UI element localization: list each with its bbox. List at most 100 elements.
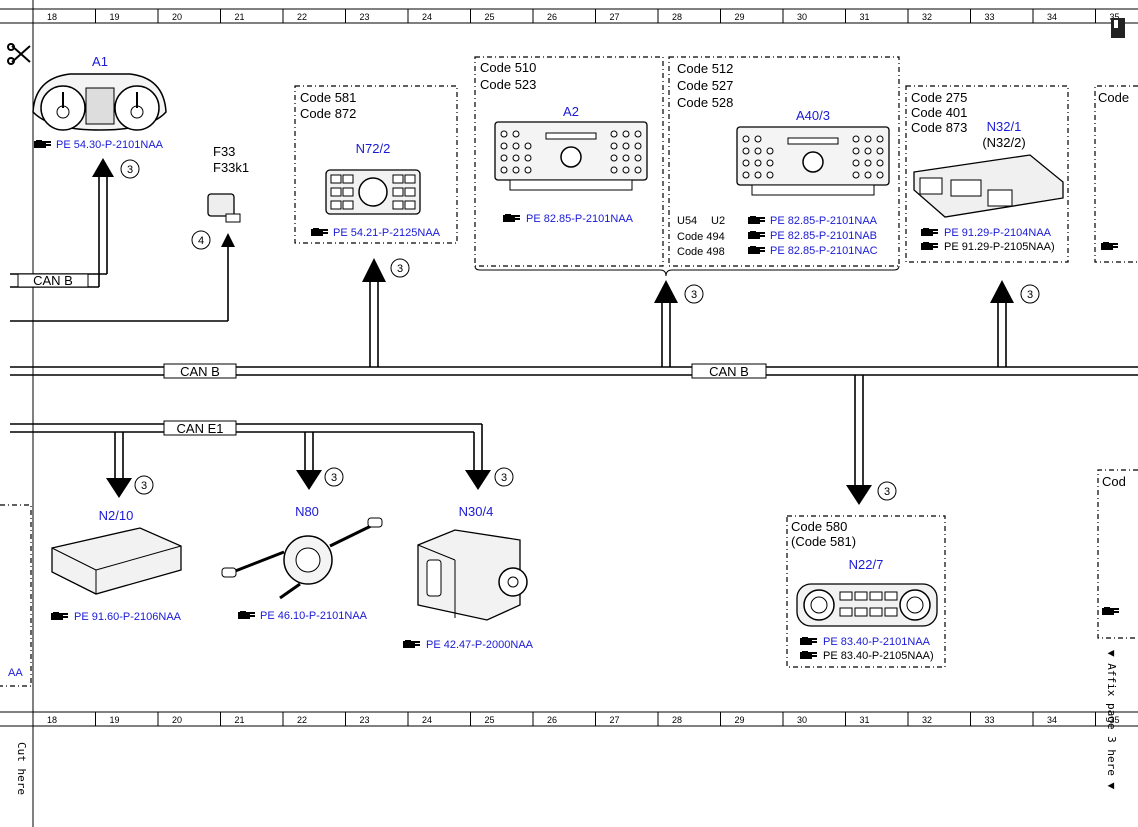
a40-ref1: PE 82.85-P-2101NAA (770, 215, 878, 227)
abs-unit (417, 529, 521, 621)
climate-panel (796, 583, 938, 627)
ruler-column-label: 28 (672, 12, 682, 22)
ruler-column-label: 24 (422, 715, 432, 725)
ruler-column-label: 27 (610, 12, 620, 22)
note-n80: 3 (331, 472, 337, 484)
n2-10-component: N2/10 PE 91.60-P-2106NAA (51, 508, 182, 623)
n30-ref-hand-icon (403, 640, 420, 648)
a2-ref: PE 82.85-P-2101NAA (526, 213, 634, 225)
a40-3-component: Code 512 Code 527 Code 528 A40/3 U54 U2 … (668, 56, 900, 267)
right-partial-code-2: Cod (1102, 474, 1126, 489)
arrow-up-a1 (92, 158, 114, 177)
n22-code2: (Code 581) (791, 534, 856, 549)
n32-alt-label: (N32/2) (982, 135, 1025, 150)
ruler-column-label: 22 (297, 12, 307, 22)
left-partial-ref: AA (8, 667, 23, 679)
ruler-column-label: 31 (860, 12, 870, 22)
can-b-main-label-box: CAN B (163, 363, 237, 379)
ruler-column-label: 21 (235, 715, 245, 725)
right-partial-hand-icon-2 (1102, 607, 1119, 615)
can-b-main-label: CAN B (180, 364, 220, 379)
ruler-column-label: 19 (110, 12, 120, 22)
ruler-column-label: 28 (672, 715, 682, 725)
relay-body (207, 193, 235, 217)
can-e1-label-box: CAN E1 (163, 420, 237, 436)
n32-dashed-box (905, 85, 1069, 263)
ruler-column-label: 27 (610, 715, 620, 725)
a40-var1: U54 (677, 215, 697, 227)
ruler-column-label: 23 (360, 12, 370, 22)
a40-label: A40/3 (796, 108, 830, 123)
ruler-column-label: 31 (860, 715, 870, 725)
n22-ref2: PE 83.40-P-2105NAA) (823, 650, 934, 662)
n30-label: N30/4 (459, 504, 494, 519)
ruler-column-label: 24 (422, 12, 432, 22)
a40-var3: Code 498 (677, 246, 725, 258)
ruler-column-label: 20 (172, 12, 182, 22)
n2-label: N2/10 (99, 508, 134, 523)
note-n32: 3 (1027, 289, 1033, 301)
arrow-up-n32 (990, 280, 1014, 303)
a40-ref1-hand-icon (748, 216, 765, 224)
arrow-down-n22 (846, 485, 872, 505)
a40-code1: Code 512 (677, 61, 733, 76)
n22-ref1: PE 83.40-P-2101NAA (823, 636, 931, 648)
a2-ref-hand-icon (503, 214, 520, 222)
a40-ref3-hand-icon (748, 246, 765, 254)
right-partial-code: Code (1098, 90, 1129, 105)
n32-branch (997, 303, 1007, 367)
note-n22: 3 (884, 486, 890, 498)
n22-label: N22/7 (849, 557, 884, 572)
a2-dashed-box (474, 56, 664, 267)
n22-7-component: Code 580 (Code 581) N22/7 PE 83.40-P-210… (786, 515, 946, 668)
arrow-down-n80 (296, 470, 322, 490)
f33-component: F33 F33k1 (207, 144, 249, 223)
a2-code1: Code 510 (480, 60, 536, 75)
ruler-column-label: 34 (1047, 715, 1057, 725)
a2-branch (661, 303, 671, 367)
n32-code1: Code 275 (911, 90, 967, 105)
note-n2: 3 (141, 480, 147, 492)
note-a2-a40: 3 (691, 289, 697, 301)
n22-ref2-hand-icon (800, 651, 817, 659)
can-b-left-label-box: CAN B (17, 273, 89, 288)
n32-ref1: PE 91.29-P-2104NAA (944, 227, 1052, 239)
a40-ref2-hand-icon (748, 231, 765, 239)
ruler-column-label: 35 (1110, 715, 1120, 725)
arrow-up-a2 (654, 280, 678, 303)
page-corner-icon (1111, 18, 1125, 38)
a40-code2: Code 527 (677, 78, 733, 93)
ruler-column-label: 23 (360, 715, 370, 725)
ruler-column-label: 32 (922, 12, 932, 22)
a40-ref3: PE 82.85-P-2101NAC (770, 245, 878, 257)
arrow-down-n2 (106, 478, 132, 498)
note-a1: 3 (127, 164, 133, 176)
n32-code2: Code 401 (911, 105, 967, 120)
a2-label: A2 (563, 104, 579, 119)
left-partial-component: AA (0, 504, 32, 687)
n80-component: N80 PE 46.10-P-2101NAA (221, 504, 383, 622)
n22-ref1-hand-icon (800, 637, 817, 645)
n2-ref: PE 91.60-P-2106NAA (74, 611, 182, 623)
n32-label: N32/1 (987, 119, 1022, 134)
ruler-column-label: 26 (547, 715, 557, 725)
n22-branch (854, 375, 864, 485)
ruler-column-label: 25 (485, 715, 495, 725)
can-b-right-label-box: CAN B (691, 363, 767, 379)
can-b-right-label: CAN B (709, 364, 749, 379)
n72-branch (369, 282, 379, 367)
n72-dashed-box (294, 85, 458, 244)
n72-code1: Code 581 (300, 90, 356, 105)
ruler-column-label: 18 (47, 12, 57, 22)
affix-page-label: ▼ Affix page 3 here ▼ (1105, 650, 1118, 789)
n32-ref1-hand-icon (921, 228, 938, 236)
f33-label: F33 (213, 144, 235, 159)
ruler-column-label: 32 (922, 715, 932, 725)
ruler-column-label: 30 (797, 715, 807, 725)
n32-ref2: PE 91.29-P-2105NAA) (944, 241, 1055, 253)
ruler-column-label: 29 (735, 12, 745, 22)
ruler-column-label: 33 (985, 12, 995, 22)
n72-ref: PE 54.21-P-2125NAA (333, 227, 441, 239)
ruler-column-label: 33 (985, 715, 995, 725)
